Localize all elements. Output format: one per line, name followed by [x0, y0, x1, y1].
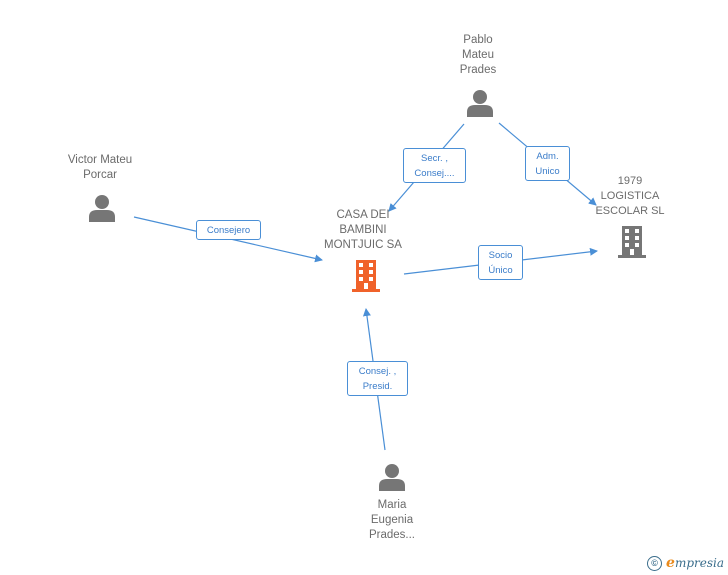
edge-label-victor-casa: Consejero	[196, 220, 261, 240]
brand-footer[interactable]: © e mpresia	[647, 555, 724, 571]
edge-label-casa-logistica: Socio Único	[478, 245, 523, 280]
edge-label-pablo-logistica: Adm. Unico	[525, 146, 570, 181]
edge-label-pablo-casa: Secr. , Consej....	[403, 148, 466, 183]
person-icon-victor[interactable]	[88, 193, 116, 223]
node-label-logistica[interactable]: 1979 LOGISTICA ESCOLAR SL	[595, 175, 665, 217]
copyright-icon: ©	[647, 555, 663, 571]
node-label-victor[interactable]: Victor Mateu Porcar	[67, 154, 133, 181]
edge-label-maria-casa: Consej. , Presid.	[347, 361, 408, 396]
node-label-pablo[interactable]: Pablo Mateu Prades	[459, 34, 497, 76]
node-label-casa[interactable]: CASA DEI BAMBINI MONTJUIC SA	[324, 209, 402, 251]
building-icon-casa[interactable]	[350, 259, 382, 293]
building-icon-logistica[interactable]	[616, 225, 648, 259]
node-label-maria[interactable]: Maria Eugenia Prades...	[368, 499, 416, 541]
brand-logo-text: mpresia	[674, 556, 724, 570]
person-icon-pablo[interactable]	[466, 88, 494, 118]
brand-logo-initial: e	[666, 555, 675, 571]
person-icon-maria[interactable]	[378, 462, 406, 492]
